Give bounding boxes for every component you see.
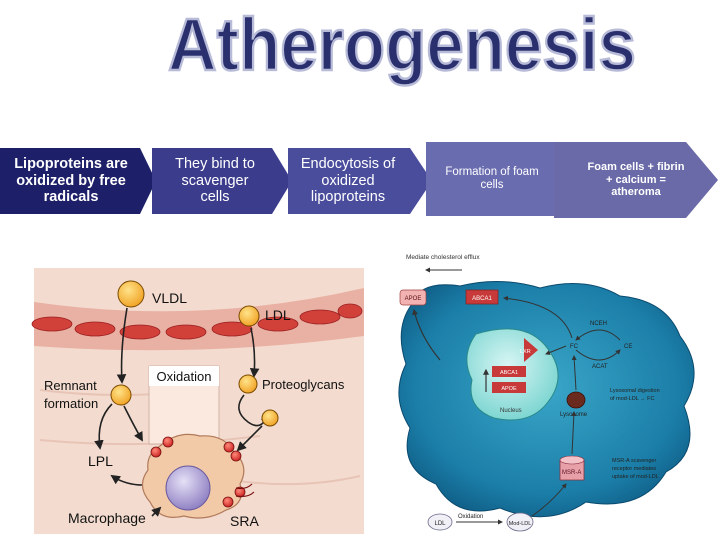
proteoglycans-label: Proteoglycans <box>262 377 345 392</box>
macrophage-label: Macrophage <box>68 510 146 526</box>
msr-a-label: MSR-A <box>562 470 581 476</box>
arrow-lysosome-to-fc <box>571 355 577 391</box>
process-flow <box>0 142 718 218</box>
msr-a-top <box>559 455 585 465</box>
macrophage-nucleus <box>165 465 211 511</box>
abca1-outside-label: ABCA1 <box>472 296 492 302</box>
flow-step-1 <box>0 148 156 214</box>
lysosome <box>566 391 586 409</box>
apoe-inside-label: APOE <box>501 386 517 392</box>
arrow-ce-to-fc <box>575 329 621 341</box>
endothelial-cells <box>31 303 363 340</box>
remnant-label-line2: formation <box>44 396 98 411</box>
mod-ldl-label: Mod-LDL <box>509 521 532 527</box>
lysosomal-digestion-line2: of mod-LDL → FC <box>610 396 654 402</box>
msr-note-line2: receptor mediates <box>612 466 656 472</box>
ldl-label: LDL <box>265 307 291 323</box>
flow-step-5 <box>554 142 718 218</box>
arrow-fc-to-nucleus <box>545 345 567 355</box>
flow-step-3-label: Endocytosis of oxidized lipoproteins <box>300 155 396 206</box>
flow-step-4 <box>426 142 590 216</box>
lxr-label: LXR <box>520 349 531 355</box>
msr-note-line3: uptake of mod-LDL <box>612 474 659 480</box>
sra-receptor <box>235 483 255 498</box>
nucleus-label: Nucleus <box>500 408 522 414</box>
title-banner: Atherogenesis <box>167 2 638 88</box>
vldl-particle <box>117 280 145 308</box>
lpl-label: LPL <box>88 453 113 469</box>
nceh-label: NCEH <box>590 321 607 327</box>
remnant-particle <box>110 384 132 406</box>
arrow-msr-to-lysosome <box>571 411 577 455</box>
abca1-outside-box <box>465 289 499 305</box>
arrow-apoe-up <box>412 308 441 361</box>
apoe-inside-box <box>492 382 526 393</box>
msr-note-line1: MSR-A scavenger <box>612 458 656 464</box>
lxr-triangle <box>524 338 538 362</box>
arrow-lpl <box>94 403 113 450</box>
acat-label: ACAT <box>592 364 608 370</box>
mod-ldl-outside <box>506 512 534 532</box>
ldl-in-intima <box>238 374 258 394</box>
oxidation-outside-label: Oxidation <box>458 514 483 520</box>
flow-step-2 <box>152 148 292 214</box>
foam-cell-diagram: Mediate cholesterol efflux APOE ABCA1 Nu… <box>398 254 695 532</box>
arrow-vldl-to-remnant <box>116 307 128 384</box>
abca1-inside-box <box>492 366 526 377</box>
oxidation-label-bg <box>149 366 219 386</box>
abca1-inside-label: ABCA1 <box>500 370 518 376</box>
flow-step-5-label: Foam cells + fibrin + calcium = atheroma <box>587 161 685 199</box>
endothelium-band <box>34 288 364 351</box>
efflux-label: Mediate cholesterol efflux <box>406 254 480 261</box>
lysosomal-digestion-line1: Lysosomal digestion <box>610 388 660 394</box>
lipoprotein-pathway-diagram: VLDL LDL Remnant formation Oxidation Pro… <box>31 268 364 534</box>
vldl-label: VLDL <box>152 290 187 306</box>
fc-label: FC <box>570 344 579 350</box>
flow-step-1-label: Lipoproteins are oxidized by free radica… <box>14 155 128 206</box>
flow-step-3 <box>288 148 432 214</box>
page-title: Atherogenesis <box>168 3 636 86</box>
ldl-outside-label: LDL <box>434 521 446 527</box>
ldl-outside <box>427 513 453 531</box>
apoe-outside-box <box>399 289 427 306</box>
flow-step-4-label: Formation of foam cells <box>445 165 539 191</box>
receptor-particles <box>150 436 246 508</box>
oxidized-ldl <box>261 409 279 427</box>
remnant-label-line1: Remnant <box>44 378 97 393</box>
arrow-fc-to-efflux <box>503 295 573 339</box>
flow-step-2-label: They bind to scavenger cells <box>175 155 255 206</box>
arrow-remnant-to-macrophage <box>123 405 143 442</box>
apoe-outside-label: APOE <box>405 296 422 302</box>
arrow-to-macrophage <box>236 425 263 452</box>
arrow-label-to-macrophage <box>151 506 162 517</box>
ldl-particle <box>238 305 260 327</box>
sra-label: SRA <box>230 513 259 529</box>
arrow-fc-to-ce <box>575 349 621 361</box>
ce-label: CE <box>624 344 632 350</box>
arrow-mod-ldl-to-msr <box>531 483 567 517</box>
arrow-ldl-to-proteoglycans <box>249 327 260 378</box>
oxidation-label: Oxidation <box>157 369 212 384</box>
